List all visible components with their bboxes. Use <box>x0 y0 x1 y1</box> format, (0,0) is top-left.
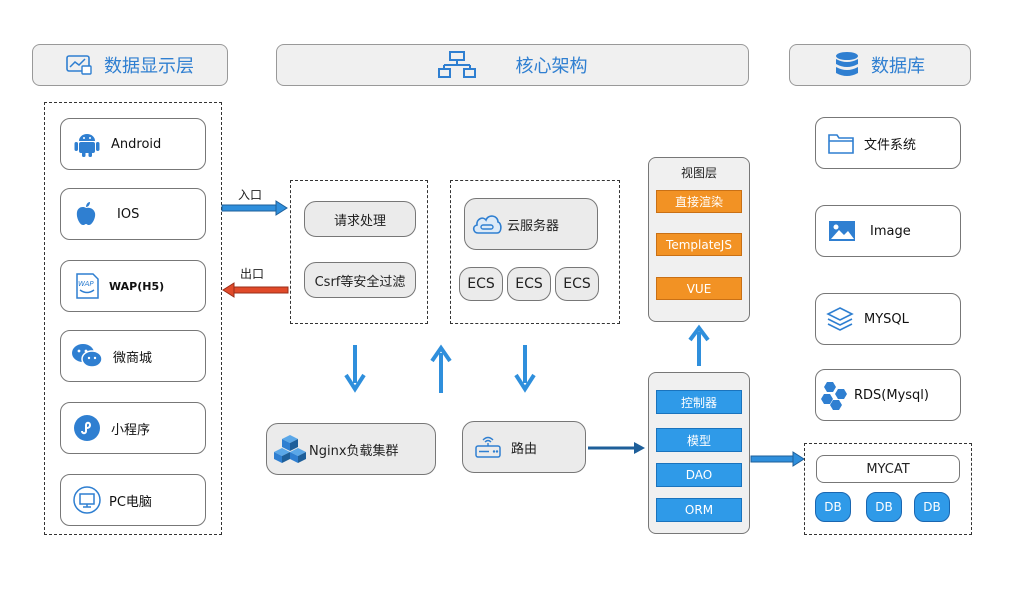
nginx-label: Nginx负载集群 <box>309 443 399 459</box>
mycat-group <box>804 443 972 535</box>
view-item: TemplateJS <box>656 233 742 256</box>
folder-icon <box>828 132 854 154</box>
csrf-filter-label: Csrf等安全过滤 <box>314 274 406 290</box>
database-icon <box>835 51 859 79</box>
down-arrow <box>344 345 366 393</box>
up-arrow <box>430 344 452 393</box>
display-screen-icon <box>66 55 92 75</box>
client-label: 微商城 <box>113 350 153 366</box>
svg-text:WAP: WAP <box>78 280 94 288</box>
entry-label: 入口 <box>238 188 263 202</box>
view-item-label: 直接渲染 <box>674 195 723 209</box>
controller-item: 控制器 <box>656 390 742 414</box>
router-icon <box>475 435 501 459</box>
cubes-icon <box>273 434 307 464</box>
client-label: IOS <box>117 206 140 222</box>
cloud-server: 云服务器 <box>464 198 598 250</box>
router-to-controller-arrow <box>588 442 645 454</box>
header-core-architecture: 核心架构 <box>276 44 749 86</box>
view-item-label: TemplateJS <box>666 237 732 252</box>
pc-monitor-icon <box>73 486 101 514</box>
view-item: 直接渲染 <box>656 190 742 213</box>
storage-mysql: MYSQL <box>815 293 961 345</box>
view-item-label: VUE <box>686 281 712 296</box>
ecs-node: ECS <box>507 267 551 301</box>
client-label: 小程序 <box>111 422 151 438</box>
db-node: DB <box>866 492 902 522</box>
controller-item: 模型 <box>656 428 742 452</box>
client-pc: PC电脑 <box>60 474 206 526</box>
router-label: 路由 <box>511 441 538 457</box>
ecs-node: ECS <box>459 267 503 301</box>
exit-label: 出口 <box>240 267 265 281</box>
db-label: DB <box>923 500 941 514</box>
storage-file-system: 文件系统 <box>815 117 961 169</box>
wap-icon: WAP <box>73 272 101 300</box>
db-label: DB <box>875 500 893 514</box>
client-mini-program: 小程序 <box>60 402 206 454</box>
controller-item-label: DAO <box>685 468 713 482</box>
view-layer-title: 视图层 <box>680 166 717 180</box>
controller-item: ORM <box>656 498 742 522</box>
mini-program-icon <box>73 414 101 442</box>
request-handling: 请求处理 <box>304 201 416 237</box>
storage-image: Image <box>815 205 961 257</box>
client-label: WAP(H5) <box>109 279 165 293</box>
client-android: Android <box>60 118 206 170</box>
storage-label: RDS(Mysql) <box>854 387 929 403</box>
nginx-cluster: Nginx负载集群 <box>266 423 436 475</box>
client-wechat-mall: 微商城 <box>60 330 206 382</box>
apple-icon <box>75 201 97 227</box>
cloud-icon <box>471 211 503 237</box>
client-group <box>44 102 222 535</box>
down-arrow <box>514 345 536 393</box>
gateway-group <box>290 180 428 324</box>
controller-item: DAO <box>656 463 742 487</box>
header-database: 数据库 <box>789 44 971 86</box>
storage-label: Image <box>870 223 911 239</box>
storage-rds: RDS(Mysql) <box>815 369 961 421</box>
header-display-layer: 数据显示层 <box>32 44 228 86</box>
header-database-label: 数据库 <box>871 56 925 77</box>
hexagons-icon <box>818 380 850 410</box>
controller-item-label: ORM <box>684 503 714 517</box>
header-core-label: 核心架构 <box>515 56 588 77</box>
client-label: PC电脑 <box>109 494 152 510</box>
request-handling-label: 请求处理 <box>333 213 386 229</box>
controller-item-label: 控制器 <box>680 395 717 410</box>
image-icon <box>828 220 856 242</box>
view-item: VUE <box>656 277 742 300</box>
header-display-label: 数据显示层 <box>104 56 194 77</box>
client-wap: WAP WAP(H5) <box>60 260 206 312</box>
router: 路由 <box>462 421 586 473</box>
storage-label: MYSQL <box>864 311 909 327</box>
android-icon <box>73 130 101 158</box>
csrf-filter: Csrf等安全过滤 <box>304 262 416 298</box>
ecs-node: ECS <box>555 267 599 301</box>
wechat-icon <box>71 343 103 369</box>
ecs-label: ECS <box>563 276 591 292</box>
storage-label: 文件系统 <box>864 137 917 153</box>
mycat-label: MYCAT <box>866 461 910 477</box>
db-node: DB <box>914 492 950 522</box>
ecs-label: ECS <box>467 276 495 292</box>
controller-item-label: 模型 <box>686 433 711 448</box>
db-node: DB <box>815 492 851 522</box>
mycat: MYCAT <box>816 455 960 483</box>
exit-arrow <box>222 282 289 298</box>
cloud-group <box>450 180 620 324</box>
layers-icon <box>826 306 854 332</box>
org-chart-icon <box>437 51 476 79</box>
ecs-label: ECS <box>515 276 543 292</box>
entry-arrow <box>221 200 288 216</box>
client-label: Android <box>111 136 162 152</box>
client-ios: IOS <box>60 188 206 240</box>
up-arrow <box>688 324 710 366</box>
controller-to-mycat-arrow <box>750 451 805 467</box>
db-label: DB <box>824 500 842 514</box>
cloud-server-label: 云服务器 <box>507 218 560 234</box>
